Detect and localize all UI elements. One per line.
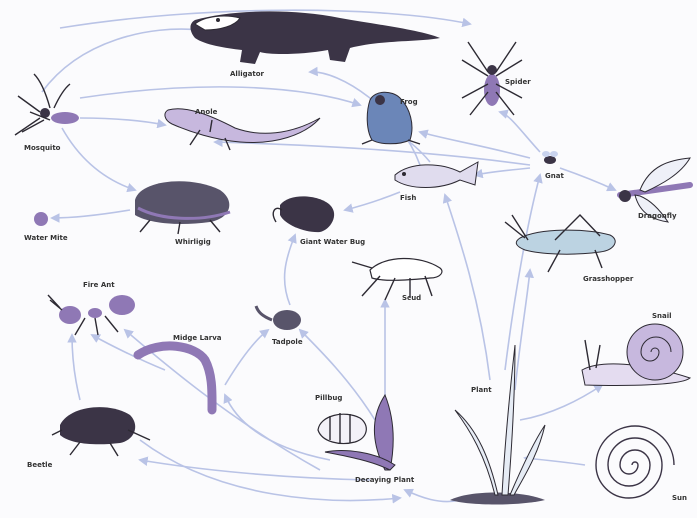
snail-illustration bbox=[582, 324, 690, 385]
beetle-label: Beetle bbox=[27, 461, 53, 469]
mosquito-illustration bbox=[15, 74, 79, 135]
alligator-illustration bbox=[190, 11, 440, 64]
midge-larva-illustration bbox=[138, 346, 212, 410]
scud-illustration bbox=[352, 258, 442, 300]
grasshopper-label: Grasshopper bbox=[583, 275, 634, 283]
arrow-gnat-dragonfly bbox=[560, 168, 615, 190]
plant-illustration bbox=[450, 345, 545, 505]
frog-label: Frog bbox=[400, 98, 418, 106]
gnat-label: Gnat bbox=[545, 172, 564, 180]
anole-illustration bbox=[165, 109, 320, 150]
arrow-decay-midge bbox=[225, 395, 330, 460]
arrow-mosquito-frog bbox=[80, 87, 360, 105]
fire-ant-label: Fire Ant bbox=[83, 281, 115, 289]
tadpole-illustration bbox=[256, 306, 301, 330]
whirligig-illustration bbox=[135, 181, 230, 234]
midge-larva-label: Midge Larva bbox=[173, 334, 222, 342]
arrow-fish-gwb bbox=[345, 192, 400, 210]
giant-water-bug-illustration bbox=[273, 196, 334, 232]
spider-label: Spider bbox=[505, 78, 531, 86]
fish-label: Fish bbox=[400, 194, 416, 202]
arrow-mosquito-whirligig bbox=[62, 128, 135, 190]
anole-label: Anole bbox=[195, 108, 218, 116]
fish-illustration bbox=[395, 162, 478, 188]
alligator-label: Alligator bbox=[230, 70, 265, 78]
arrow-decay-tadpole bbox=[300, 330, 375, 420]
arrow-mosquito-alligator bbox=[42, 29, 200, 92]
beetle-illustration bbox=[52, 407, 150, 456]
arrow-plant-snail bbox=[520, 385, 602, 420]
gnat-illustration bbox=[542, 151, 558, 164]
decaying-plant-label: Decaying Plant bbox=[355, 476, 415, 484]
arrow-beetle-fireant bbox=[72, 335, 80, 400]
sun-illustration bbox=[596, 426, 674, 498]
sun-label: Sun bbox=[672, 494, 687, 502]
giant-water-bug-label: Giant Water Bug bbox=[300, 238, 365, 246]
arrow-plant-gnat bbox=[505, 175, 540, 370]
water-mite-label: Water Mite bbox=[24, 234, 68, 242]
fire-ant-illustration bbox=[48, 295, 135, 335]
arrow-plant-fish bbox=[445, 195, 490, 380]
water-mite-illustration bbox=[34, 212, 48, 226]
arrow-midge-fireant bbox=[92, 335, 165, 370]
arrow-whirligig-watermite bbox=[52, 210, 130, 218]
arrow-gnat-fish bbox=[475, 168, 530, 175]
arrow-decay-beetle bbox=[140, 460, 370, 480]
pillbug-illustration bbox=[318, 413, 366, 444]
arrow-sun-plant bbox=[525, 458, 585, 465]
whirligig-label: Whirligig bbox=[175, 238, 211, 246]
snail-label: Snail bbox=[652, 312, 672, 320]
arrow-gnat-spider bbox=[500, 112, 540, 152]
arrow-gnat-anole bbox=[215, 142, 530, 165]
dragonfly-label: Dragonfly bbox=[638, 212, 677, 220]
pillbug-label: Pillbug bbox=[315, 394, 342, 402]
arrow-midge-tadpole bbox=[225, 330, 268, 385]
arrow-mosquito-anole bbox=[80, 118, 165, 125]
tadpole-label: Tadpole bbox=[272, 338, 303, 346]
scud-label: Scud bbox=[402, 294, 421, 302]
mosquito-label: Mosquito bbox=[24, 144, 61, 152]
plant-label: Plant bbox=[471, 386, 492, 394]
arrow-beetle-decay bbox=[140, 440, 400, 500]
arrow-tadpole-gwb bbox=[285, 235, 295, 305]
